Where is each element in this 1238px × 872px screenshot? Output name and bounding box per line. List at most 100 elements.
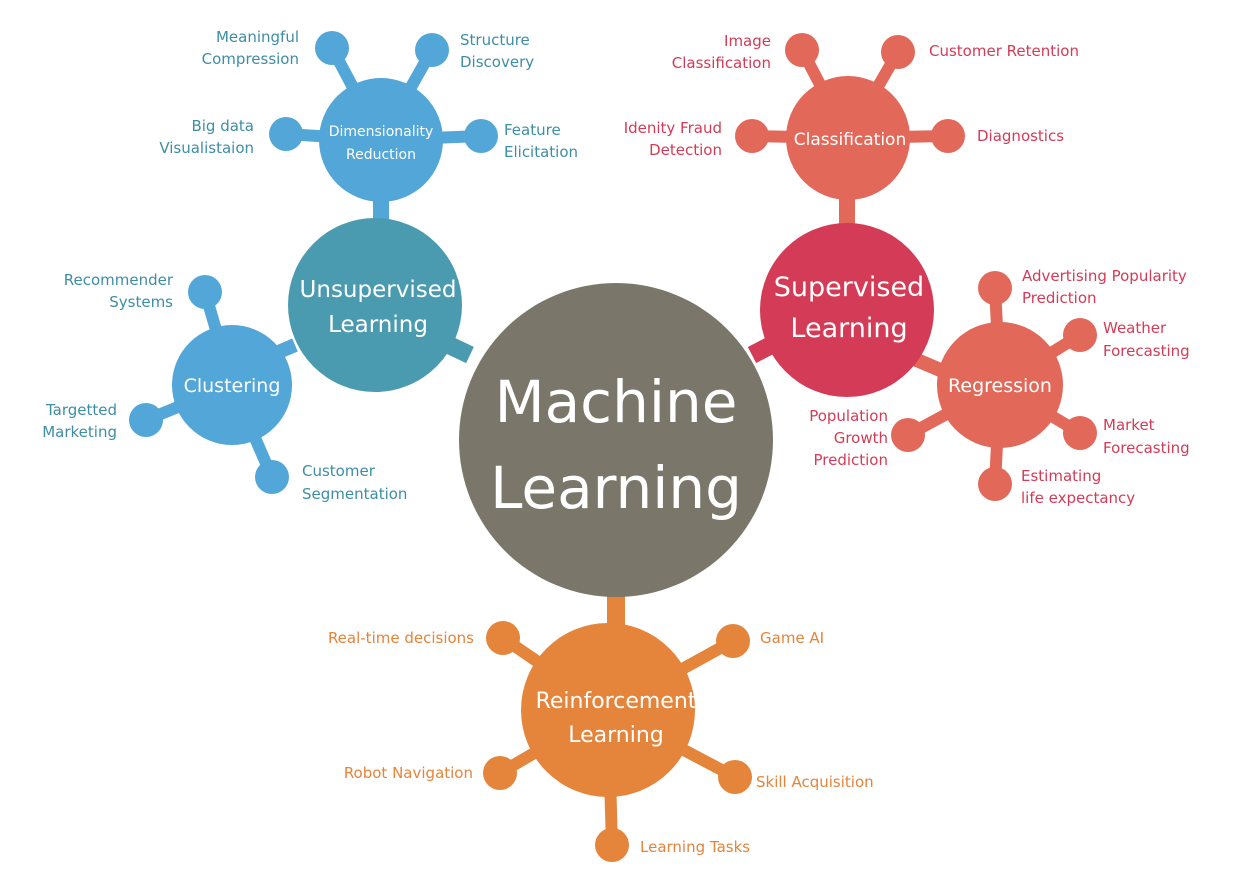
leaf-recommender-systems: Recommender Systems	[64, 271, 174, 311]
dot-real-time-decisions	[486, 621, 520, 655]
dot-market-forecasting	[1063, 416, 1097, 450]
dot-customer-retention	[881, 35, 915, 69]
leaf-life-line1: Estimating	[1021, 467, 1101, 485]
leaf-life-expectancy: Estimating life expectancy	[1021, 467, 1135, 507]
leaf-learning-tasks: Learning Tasks	[640, 838, 750, 856]
leaf-meaningful-compression-line2: Compression	[202, 50, 299, 68]
dot-skill-acquisition	[718, 760, 752, 794]
dimensionality-title-line2: Reduction	[346, 147, 416, 163]
dot-recommender-systems	[188, 275, 222, 309]
dot-image-classification	[785, 33, 819, 67]
leaf-big-data-line1: Big data	[191, 117, 254, 135]
clustering-title: Clustering	[184, 375, 281, 397]
reinforcement-title-line1: Reinforcement	[536, 689, 697, 714]
dot-diagnostics	[931, 119, 965, 153]
leaf-image-classification: Image Classification	[672, 32, 771, 72]
leaf-retention-line1: Customer Retention	[929, 42, 1079, 60]
regression-node	[937, 322, 1063, 448]
leaf-gameai-line1: Game AI	[760, 629, 824, 647]
leaf-customer-segmentation: Customer Segmentation	[302, 462, 407, 503]
dot-structure-discovery	[415, 33, 449, 67]
centre-title-line2: Learning	[490, 454, 742, 522]
leaf-structure-discovery-line2: Discovery	[460, 53, 534, 71]
leaf-image-line2: Classification	[672, 54, 771, 72]
leaf-feature-elicitation-line2: Elicitation	[504, 143, 578, 161]
leaf-customer-retention: Customer Retention	[929, 42, 1079, 60]
reinforcement-title-line2: Learning	[568, 723, 664, 748]
dot-identity-fraud	[735, 119, 769, 153]
supervised-leaf-labels: Image Classification Customer Retention …	[624, 32, 1190, 507]
dot-weather-forecasting	[1063, 318, 1097, 352]
leaf-meaningful-compression-line1: Meaningful	[216, 28, 299, 46]
leaf-diagnostics-line1: Diagnostics	[977, 127, 1064, 145]
leaf-meaningful-compression: Meaningful Compression	[202, 28, 299, 68]
leaf-market-line2: Forecasting	[1103, 439, 1190, 457]
leaf-learning-tasks-line1: Learning Tasks	[640, 838, 750, 856]
leaf-market-forecasting: Market Forecasting	[1103, 416, 1190, 457]
supervised-learning-node	[760, 223, 934, 397]
leaf-segmentation-line2: Segmentation	[302, 485, 407, 503]
leaf-population-line1: Population	[809, 407, 888, 425]
unsupervised-learning-node	[288, 218, 462, 392]
leaf-advertising-popularity: Advertising Popularity Prediction	[1022, 267, 1187, 307]
leaf-targetted-marketing: Targetted Marketing	[42, 401, 117, 441]
leaf-population-line3: Prediction	[813, 451, 888, 469]
leaf-fraud-line1: Idenity Fraud	[624, 119, 722, 137]
supervised-title-line1: Supervised	[774, 272, 924, 303]
machine-learning-centre-node	[459, 283, 773, 597]
dot-game-ai	[716, 624, 750, 658]
leaf-diagnostics: Diagnostics	[977, 127, 1064, 145]
unsupervised-leaf-labels: Meaningful Compression Structure Discove…	[42, 28, 578, 503]
leaf-recommender-line1: Recommender	[64, 271, 174, 289]
leaf-robot-navigation: Robot Navigation	[344, 764, 473, 782]
leaf-structure-discovery: Structure Discovery	[460, 31, 534, 71]
hub-circles	[172, 76, 1063, 797]
reinforcement-learning-node	[521, 623, 695, 797]
reinforcement-leaf-labels: Real-time decisions Game AI Robot Naviga…	[328, 629, 874, 856]
dot-targetted-marketing	[129, 403, 163, 437]
dot-robot-navigation	[483, 756, 517, 790]
classification-title: Classification	[794, 130, 906, 150]
leaf-realtime-line1: Real-time decisions	[328, 629, 474, 647]
leaf-feature-elicitation: Feature Elicitation	[504, 121, 578, 161]
unsupervised-title-line2: Learning	[328, 312, 428, 338]
dot-learning-tasks	[595, 828, 629, 862]
dot-big-data-visualisation	[269, 117, 303, 151]
dimensionality-title-line1: Dimensionality	[329, 124, 434, 140]
leaf-feature-elicitation-line1: Feature	[504, 121, 561, 139]
classification-node	[786, 76, 910, 200]
leaf-big-data-line2: Visualistaion	[159, 139, 254, 157]
leaf-real-time-decisions: Real-time decisions	[328, 629, 474, 647]
leaf-skill-line1: Skill Acquisition	[756, 773, 874, 791]
leaf-population-line2: Growth	[834, 429, 888, 447]
leaf-big-data-visualisation: Big data Visualistaion	[159, 117, 254, 157]
dot-feature-elicitation	[464, 119, 498, 153]
leaf-life-line2: life expectancy	[1021, 489, 1135, 507]
leaf-recommender-line2: Systems	[109, 293, 173, 311]
supervised-title-line2: Learning	[790, 313, 907, 344]
hub-labels: Machine Learning Unsupervised Learning D…	[184, 124, 1052, 748]
leaf-advertising-line1: Advertising Popularity	[1022, 267, 1187, 285]
dimensionality-reduction-node	[319, 78, 443, 202]
centre-title-line1: Machine	[495, 368, 738, 436]
leaf-weather-line1: Weather	[1103, 319, 1167, 337]
leaf-population-growth: Population Growth Prediction	[809, 407, 888, 469]
clustering-node	[172, 325, 292, 445]
leaf-structure-discovery-line1: Structure	[460, 31, 530, 49]
leaf-skill-acquisition: Skill Acquisition	[756, 773, 874, 791]
leaf-image-line1: Image	[724, 32, 771, 50]
leaf-market-line1: Market	[1103, 416, 1155, 434]
unsupervised-title-line1: Unsupervised	[300, 277, 457, 303]
leaf-segmentation-line1: Customer	[302, 462, 376, 480]
leaf-fraud-line2: Detection	[649, 141, 722, 159]
leaf-dots	[129, 31, 1097, 862]
leaf-targetted-line2: Marketing	[42, 423, 117, 441]
leaf-weather-forecasting: Weather Forecasting	[1103, 319, 1190, 360]
leaf-advertising-line2: Prediction	[1022, 289, 1097, 307]
leaf-identity-fraud: Idenity Fraud Detection	[624, 119, 722, 159]
regression-title: Regression	[948, 375, 1052, 397]
leaf-robot-line1: Robot Navigation	[344, 764, 473, 782]
dot-customer-segmentation	[255, 460, 289, 494]
dot-life-expectancy	[978, 467, 1012, 501]
